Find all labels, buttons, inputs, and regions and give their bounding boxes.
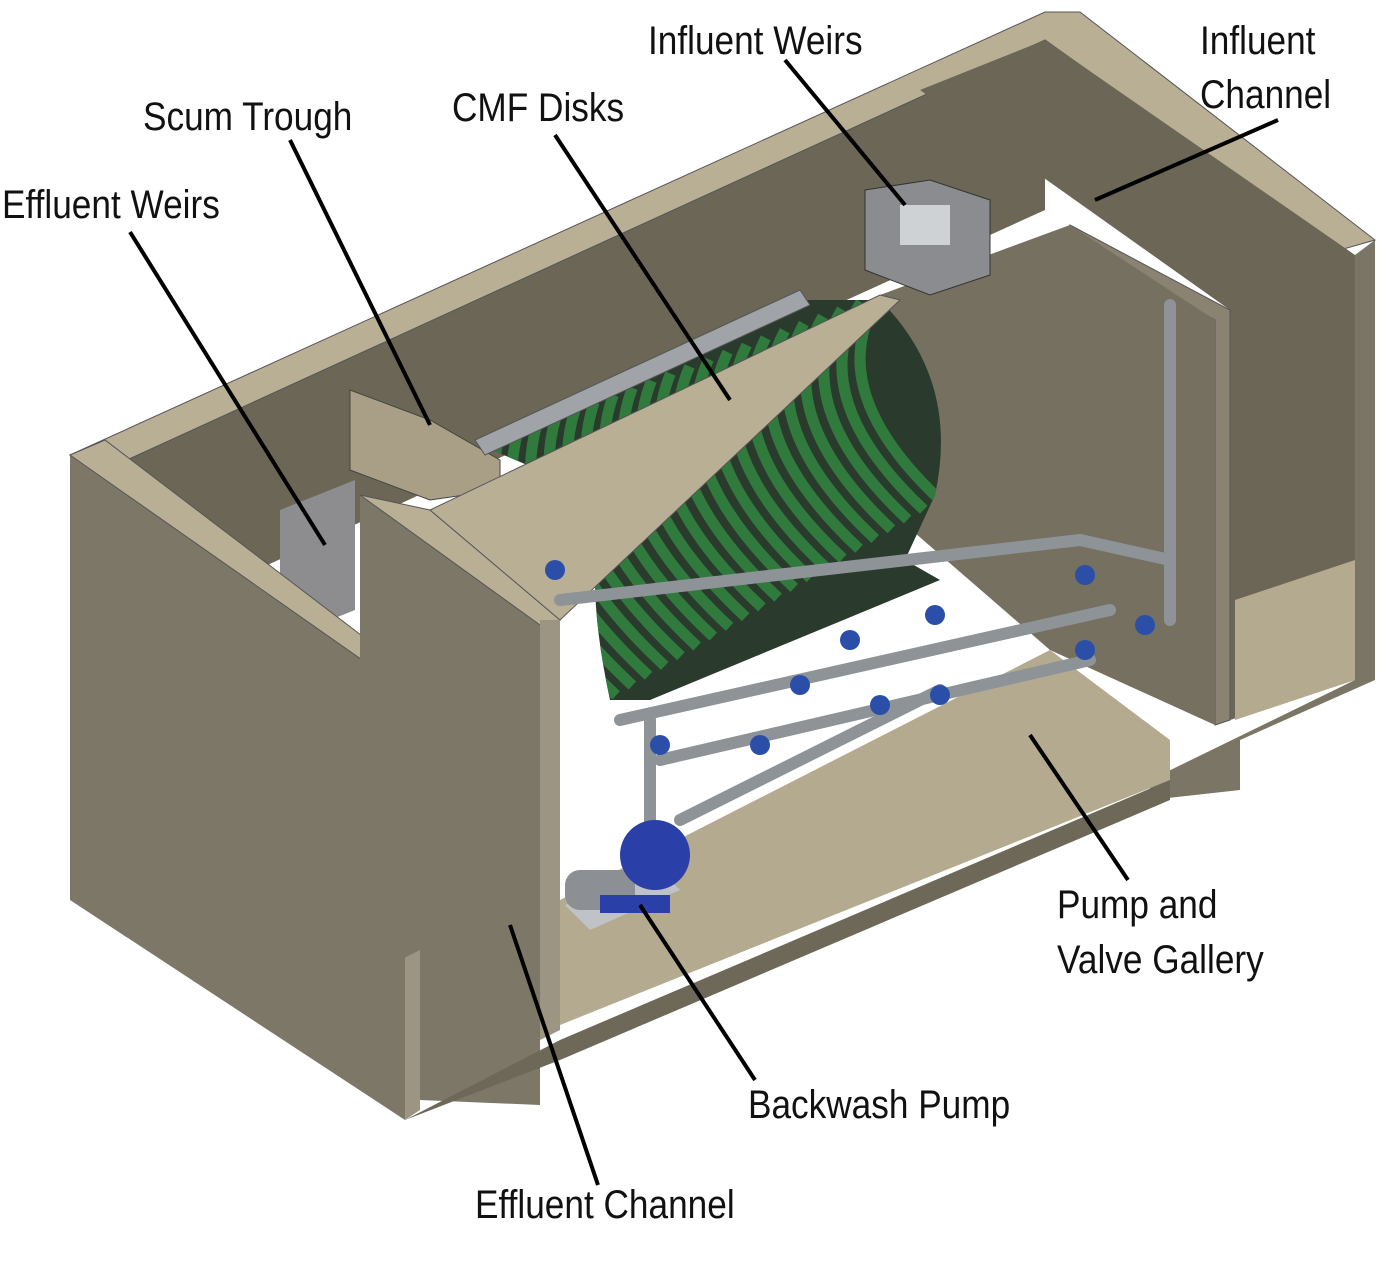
- gallery-back-wall: [880, 225, 1215, 725]
- gallery-floor: [560, 650, 1170, 1025]
- label-influent-weirs: Influent Weirs: [648, 19, 863, 63]
- front-mid-wall: [360, 495, 540, 1105]
- label-pump-gallery-line1: Pump and: [1057, 883, 1218, 927]
- label-cmf-disks: CMF Disks: [452, 86, 625, 130]
- top-rim-back: [68, 11, 1377, 471]
- label-influent-channel-line2: Channel: [1200, 73, 1332, 117]
- front-left-wall: [70, 455, 405, 1120]
- backwash-pump: [565, 820, 690, 930]
- label-scum-trough: Scum Trough: [143, 95, 353, 139]
- front-bottom-wall: [405, 780, 1170, 1120]
- valves: [545, 560, 1155, 755]
- influent-channel-interior: [920, 40, 1355, 720]
- label-pump-gallery-line2: Valve Gallery: [1057, 938, 1264, 982]
- back-wall: [105, 20, 1045, 640]
- influent-channel-floor: [1235, 560, 1355, 720]
- label-influent-channel-line1: Influent: [1200, 19, 1316, 63]
- label-effluent-channel: Effluent Channel: [475, 1183, 735, 1227]
- label-backwash-pump: Backwash Pump: [748, 1083, 1011, 1127]
- influent-weir-assembly: [864, 179, 991, 296]
- leader-lines: [128, 58, 1279, 1186]
- gallery-front-edge: [540, 620, 560, 1040]
- label-effluent-weirs: Effluent Weirs: [2, 183, 220, 227]
- inner-divider: [429, 294, 902, 621]
